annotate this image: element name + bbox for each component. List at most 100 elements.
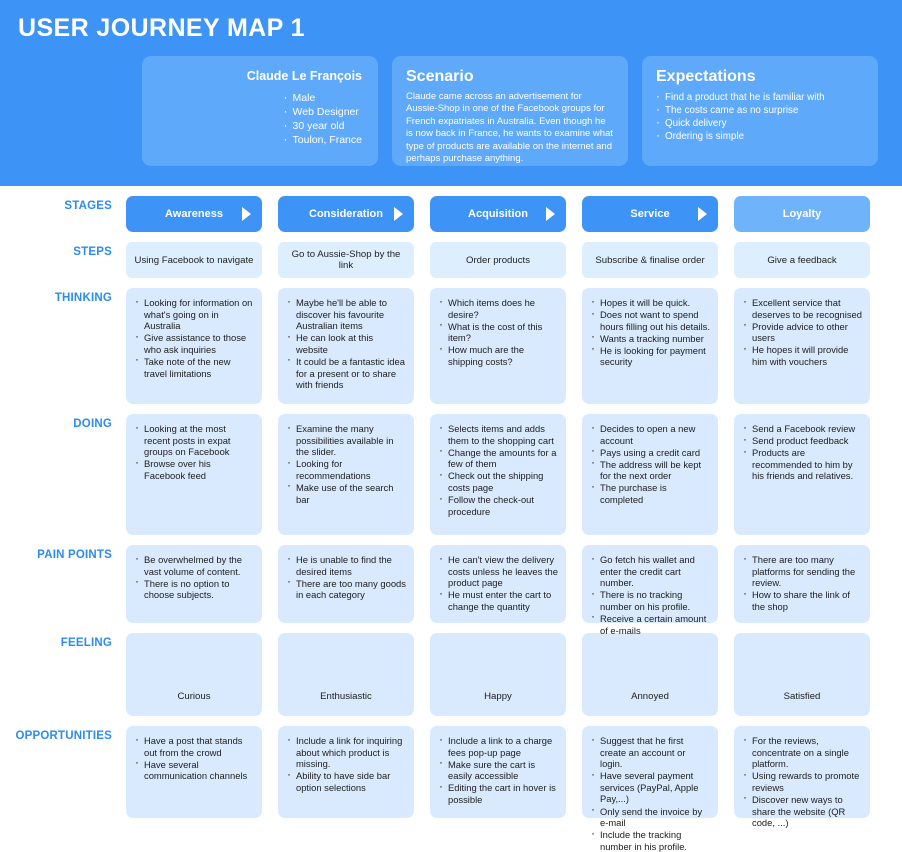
- list-item: Maybe he'll be able to discover his favo…: [286, 296, 406, 332]
- list-item: Include the tracking number in his profi…: [590, 828, 710, 852]
- opportunity-cell: Have a post that stands out from the cro…: [126, 726, 262, 818]
- thinking-cell-list: Which items does he desire?What is the c…: [438, 295, 558, 368]
- doing-cell: Send a Facebook reviewSend product feedb…: [734, 414, 870, 535]
- opportunity-cell-box[interactable]: Suggest that he first create an account …: [582, 726, 718, 852]
- feeling-box[interactable]: Curious: [126, 633, 262, 716]
- pain-point-cell: There are too many platforms for sending…: [734, 545, 870, 623]
- feeling-label: Satisfied: [783, 691, 821, 702]
- doing-cell-box[interactable]: Send a Facebook reviewSend product feedb…: [734, 414, 870, 535]
- feeling-box[interactable]: Enthusiastic: [278, 633, 414, 716]
- opportunity-cell-list: Include a link to a charge fees pop-up p…: [438, 733, 558, 806]
- list-item: Change the amounts for a few of them: [438, 445, 558, 470]
- stage-cell: Loyalty: [734, 196, 870, 232]
- feeling-box[interactable]: Happy: [430, 633, 566, 716]
- pain-points-cells: Be overwhelmed by the vast volume of con…: [126, 545, 886, 636]
- list-item: Examine the many possibilities available…: [286, 422, 406, 458]
- pain-point-cell-list: Go fetch his wallet and enter the credit…: [590, 553, 710, 636]
- doing-cell-list: Selects items and adds them to the shopp…: [438, 421, 558, 517]
- opportunity-cell-box[interactable]: Include a link to a charge fees pop-up p…: [430, 726, 566, 818]
- pain-point-cell-box[interactable]: There are too many platforms for sending…: [734, 545, 870, 623]
- stage-pill-service[interactable]: Service: [582, 196, 718, 232]
- pain-point-cell: Go fetch his wallet and enter the credit…: [582, 545, 718, 636]
- list-item: Hopes it will be quick.: [590, 296, 710, 309]
- list-item: He can't view the delivery costs unless …: [438, 553, 558, 589]
- list-item: He can look at this website: [286, 331, 406, 355]
- doing-cells: Looking at the most recent posts in expa…: [126, 414, 886, 535]
- list-item: Looking for recommendations: [286, 457, 406, 481]
- stage-cell: Service: [582, 196, 718, 232]
- list-item: Take note of the new travel limitations: [134, 354, 254, 379]
- doing-cell-box[interactable]: Looking at the most recent posts in expa…: [126, 414, 262, 535]
- thinking-cell-box[interactable]: Hopes it will be quick.Does not want to …: [582, 288, 718, 404]
- step-box[interactable]: Subscribe & finalise order: [582, 242, 718, 278]
- list-item: Excellent service that deserves to be re…: [742, 295, 862, 320]
- step-box[interactable]: Give a feedback: [734, 242, 870, 278]
- pain-point-cell-box[interactable]: He is unable to find the desired itemsTh…: [278, 545, 414, 623]
- thinking-cell-list: Maybe he'll be able to discover his favo…: [286, 296, 406, 391]
- doing-cell-box[interactable]: Decides to open a new accountPays using …: [582, 414, 718, 535]
- doing-cell: Looking at the most recent posts in expa…: [126, 414, 262, 535]
- page-title: USER JOURNEY MAP 1: [18, 14, 305, 42]
- opportunity-cell: For the reviews, concentrate on a single…: [734, 726, 870, 828]
- feeling-cell: Happy: [430, 633, 566, 716]
- step-box[interactable]: Order products: [430, 242, 566, 278]
- opportunity-cell: Include a link for inquiring about which…: [278, 726, 414, 818]
- step-box[interactable]: Using Facebook to navigate: [126, 242, 262, 278]
- journey-map-header: USER JOURNEY MAP 1 Claude Le François Ma…: [0, 0, 902, 186]
- list-item: For the reviews, concentrate on a single…: [742, 734, 862, 770]
- feeling-box[interactable]: Annoyed: [582, 633, 718, 716]
- thinking-cell-box[interactable]: Maybe he'll be able to discover his favo…: [278, 288, 414, 404]
- list-item: Pays using a credit card: [590, 445, 710, 459]
- expectation-item: Find a product that he is familiar with: [656, 90, 864, 104]
- list-item: Browse over his Facebook feed: [134, 457, 254, 481]
- pain-point-cell-list: He is unable to find the desired itemsTh…: [286, 552, 406, 601]
- opportunity-cell-list: For the reviews, concentrate on a single…: [742, 734, 862, 829]
- stage-pill-loyalty[interactable]: Loyalty: [734, 196, 870, 232]
- list-item: Selects items and adds them to the shopp…: [438, 421, 558, 446]
- stage-pill-acquisition[interactable]: Acquisition: [430, 196, 566, 232]
- opportunity-cell-box[interactable]: Have a post that stands out from the cro…: [126, 726, 262, 818]
- thinking-cell: Which items does he desire?What is the c…: [430, 288, 566, 404]
- feeling-cell: Satisfied: [734, 633, 870, 716]
- step-cell: Using Facebook to navigate: [126, 242, 262, 278]
- chevron-right-icon: [242, 207, 251, 221]
- doing-cell-box[interactable]: Selects items and adds them to the shopp…: [430, 414, 566, 535]
- list-item: Decides to open a new account: [590, 421, 710, 446]
- pain-point-cell-box[interactable]: Be overwhelmed by the vast volume of con…: [126, 545, 262, 623]
- pain-point-cell-box[interactable]: Go fetch his wallet and enter the credit…: [582, 545, 718, 636]
- thinking-cell: Hopes it will be quick.Does not want to …: [582, 288, 718, 404]
- doing-cell: Selects items and adds them to the shopp…: [430, 414, 566, 535]
- feeling-label: Annoyed: [631, 691, 669, 702]
- opportunity-cell-box[interactable]: Include a link for inquiring about which…: [278, 726, 414, 818]
- row-label-thinking: THINKING: [54, 292, 112, 304]
- scenario-body: Claude came across an advertisement for …: [406, 91, 613, 165]
- feeling-box[interactable]: Satisfied: [734, 633, 870, 716]
- step-box[interactable]: Go to Aussie-Shop by the link: [278, 242, 414, 278]
- list-item: Have a post that stands out from the cro…: [134, 733, 254, 758]
- thinking-cell-box[interactable]: Excellent service that deserves to be re…: [734, 288, 870, 404]
- list-item: There are too many platforms for sending…: [742, 553, 862, 589]
- thinking-cell-list: Excellent service that deserves to be re…: [742, 295, 862, 368]
- thinking-cells: Looking for information on what's going …: [126, 288, 886, 404]
- row-label-feeling: FEELING: [60, 637, 112, 649]
- steps-cells: Using Facebook to navigate Go to Aussie-S…: [126, 242, 886, 278]
- list-item: How much are the shipping costs?: [438, 343, 558, 367]
- expectation-item: The costs came as no surprise: [656, 103, 864, 117]
- feeling-label: Curious: [177, 691, 211, 702]
- stage-pill-awareness[interactable]: Awareness: [126, 196, 262, 232]
- opportunity-cell-box[interactable]: For the reviews, concentrate on a single…: [734, 726, 870, 828]
- step-cell: Give a feedback: [734, 242, 870, 278]
- header-cards: Claude Le François MaleWeb Designer30 ye…: [142, 56, 887, 166]
- persona-detail-list: MaleWeb Designer30 year oldToulon, Franc…: [284, 90, 362, 147]
- thinking-cell-box[interactable]: Looking for information on what's going …: [126, 288, 262, 404]
- stage-pill-consideration[interactable]: Consideration: [278, 196, 414, 232]
- list-item: Ability to have side bar option selectio…: [286, 769, 406, 793]
- thinking-cell-box[interactable]: Which items does he desire?What is the c…: [430, 288, 566, 404]
- expectations-list: Find a product that he is familiar withT…: [656, 90, 864, 143]
- persona-detail-item: Web Designer: [284, 104, 362, 119]
- pain-point-cell-box[interactable]: He can't view the delivery costs unless …: [430, 545, 566, 623]
- doing-cell-box[interactable]: Examine the many possibilities available…: [278, 414, 414, 535]
